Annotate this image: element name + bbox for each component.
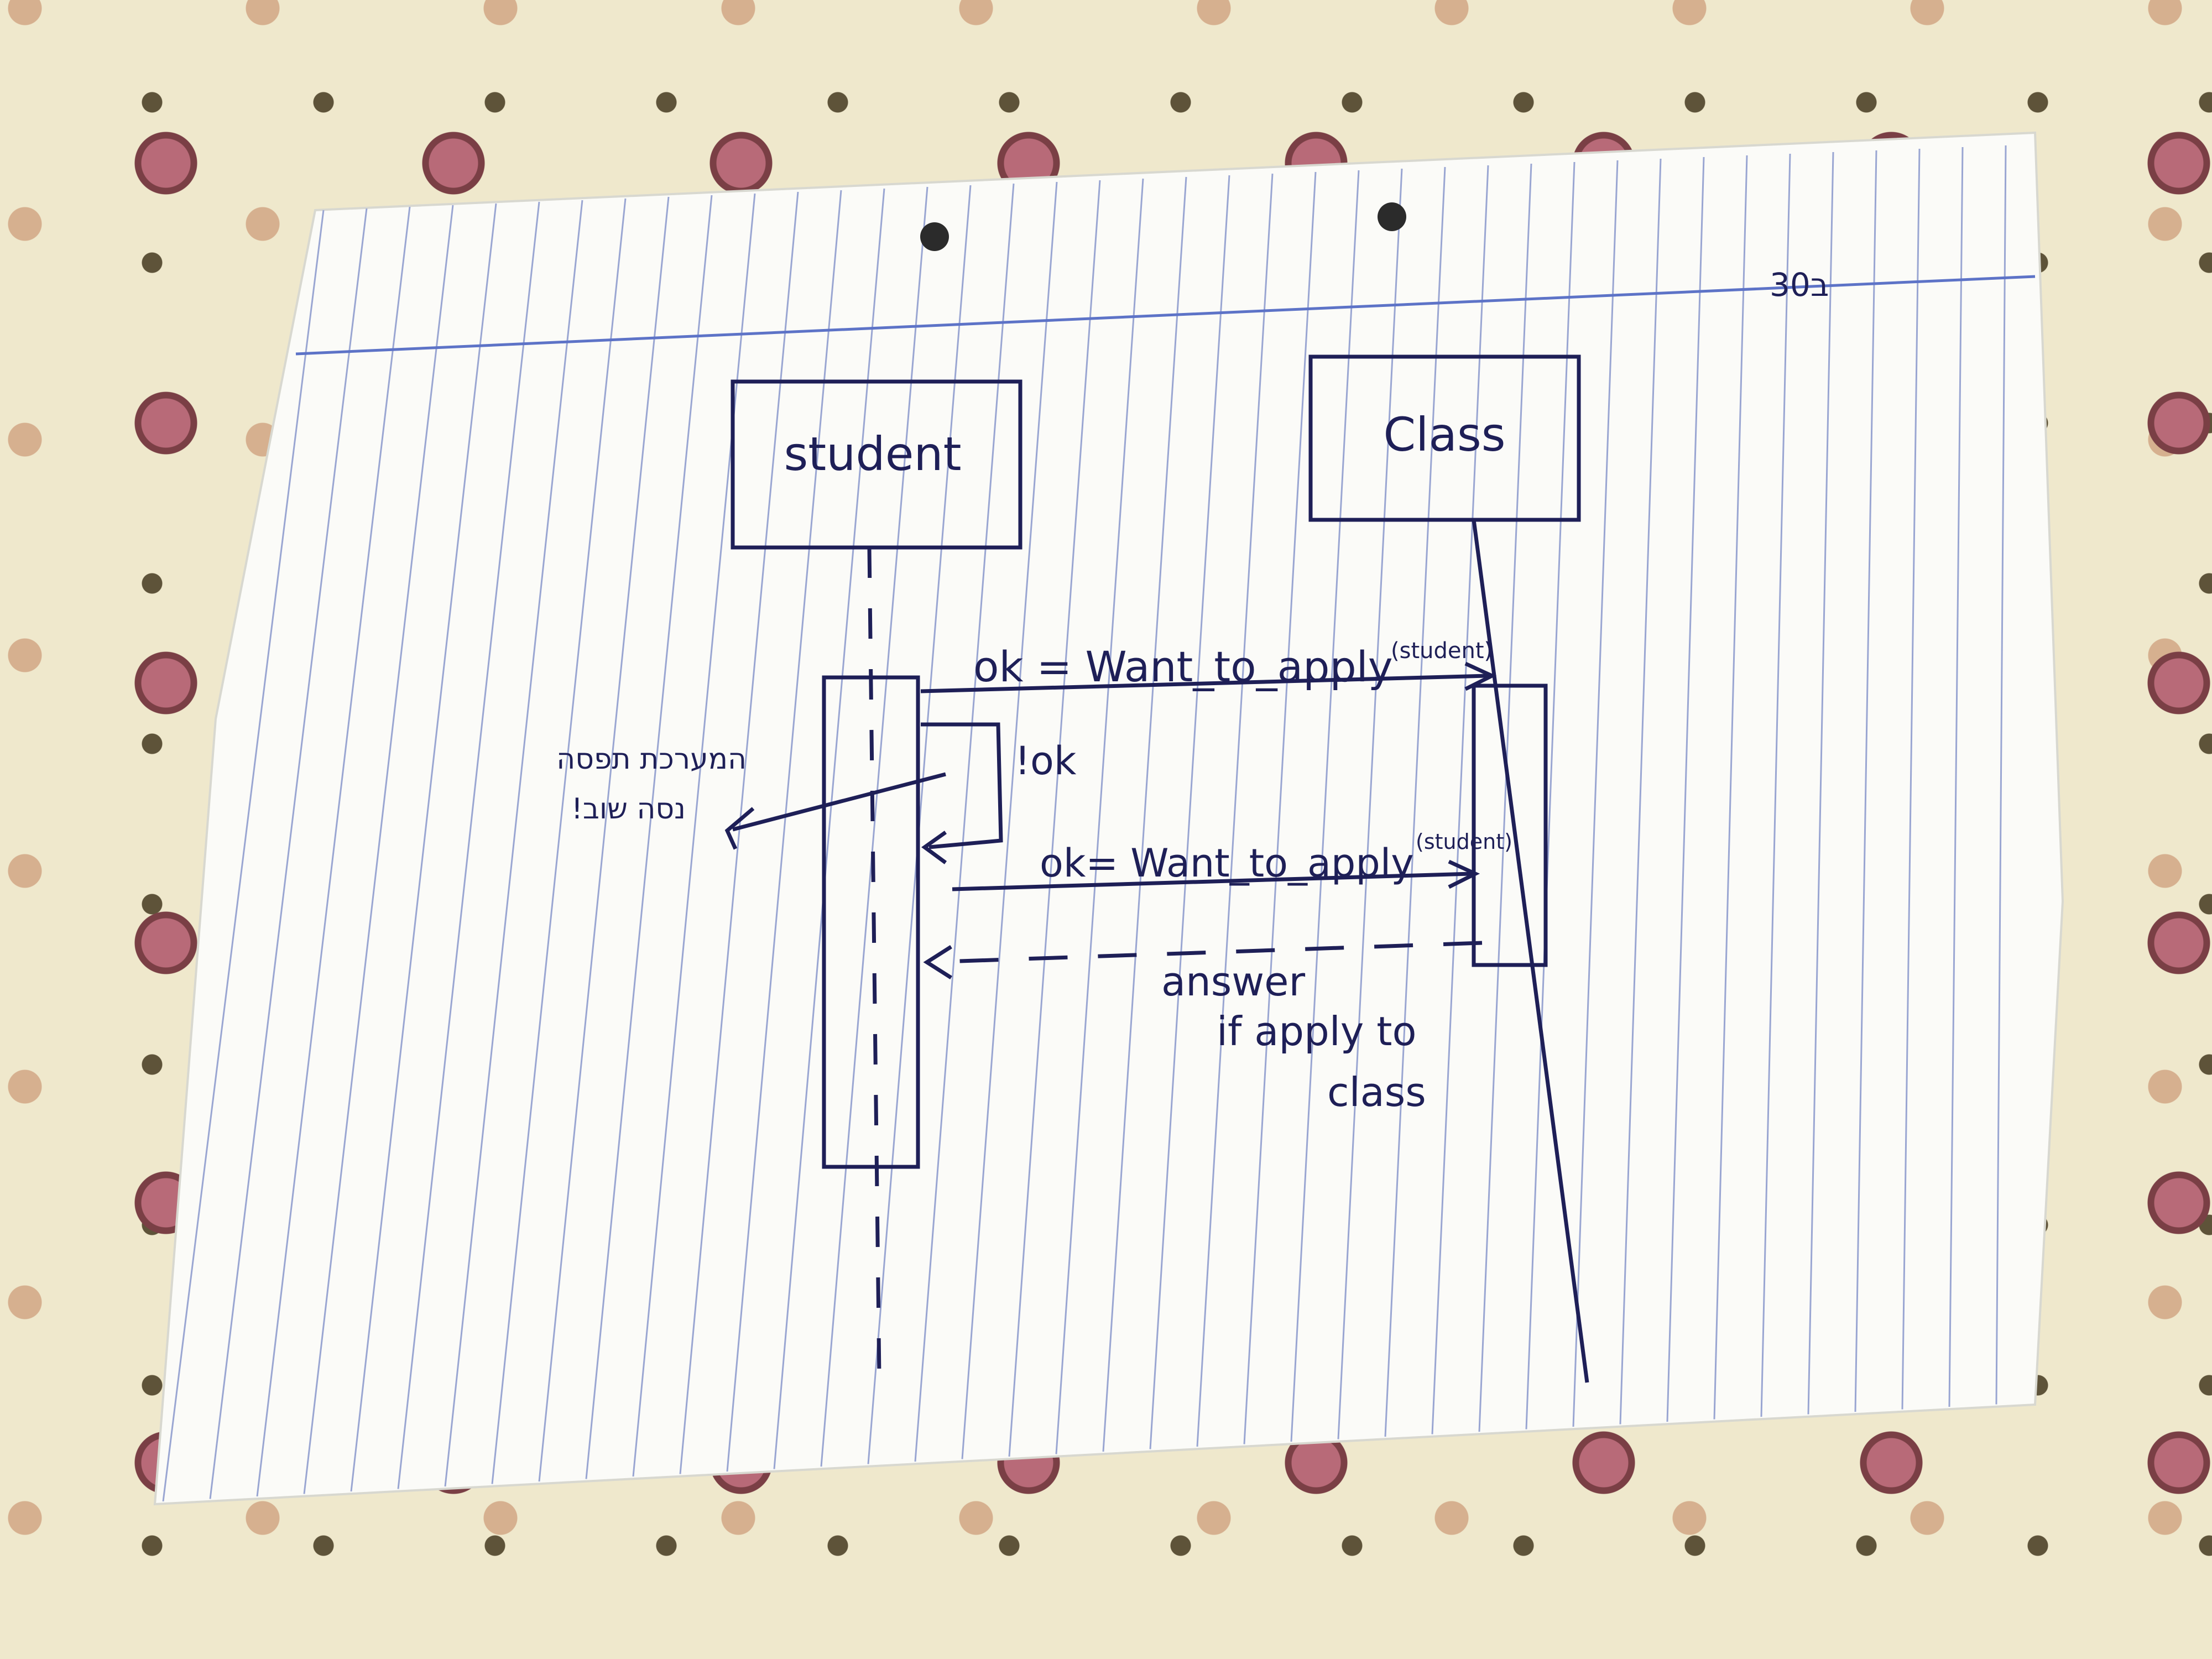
- ruled-line: [1854, 150, 1877, 1412]
- ruled-line: [162, 210, 325, 1502]
- reply-note-line-2: if apply to: [1217, 1008, 1417, 1055]
- message-arg-1: (student): [1391, 638, 1493, 664]
- ruled-line: [444, 200, 583, 1487]
- ruled-line: [1760, 153, 1791, 1417]
- message-arg-2: (student): [1416, 830, 1512, 854]
- ruled-line: [1384, 166, 1446, 1437]
- lifeline-student: [867, 547, 881, 1378]
- ruled-line: [1055, 178, 1144, 1454]
- error-note-line-2: !נסה שוב: [571, 792, 686, 826]
- activation-bar-student: [822, 675, 920, 1169]
- activation-bar-class: [1472, 684, 1548, 967]
- ruled-line: [726, 190, 842, 1472]
- ruled-lines: [162, 145, 2007, 1502]
- message-want-to-apply-1: ok = Want_to_apply (student): [920, 638, 1497, 693]
- ruled-line: [303, 205, 454, 1494]
- ruled-line: [773, 188, 885, 1469]
- binder-hole-left: [920, 222, 949, 251]
- error-note-pointer: [732, 772, 946, 832]
- ruled-line: [820, 186, 928, 1467]
- self-message-arrow: [921, 722, 1003, 849]
- ruled-line: [1478, 163, 1532, 1432]
- error-note-arrowhead: [724, 807, 755, 850]
- ruled-line: [1619, 158, 1662, 1425]
- ruled-line: [1572, 160, 1619, 1427]
- reply-arrowhead: [923, 945, 952, 979]
- participant-box-class: [1308, 354, 1581, 522]
- reply-answer: answer if apply to class: [923, 941, 1483, 1115]
- ruled-line: [1243, 171, 1317, 1444]
- participant-label-student: student: [784, 427, 961, 481]
- participant-box-student: [731, 379, 1022, 550]
- notebook-paper: [153, 131, 2064, 1506]
- reply-note-line-1: answer: [1161, 958, 1305, 1005]
- message-arrowhead-2: [1448, 859, 1480, 889]
- message-arrowhead-1: [1464, 661, 1497, 691]
- ruled-line: [397, 201, 540, 1489]
- ruled-line: [961, 181, 1058, 1459]
- self-message-not-ok: !ok: [921, 722, 1077, 864]
- message-label-1: ok = Want_to_apply: [973, 642, 1393, 691]
- ruled-line: [1196, 173, 1274, 1447]
- ruled-line: [679, 191, 799, 1474]
- lifeline-class: [1472, 519, 1589, 1383]
- ruled-line: [1713, 155, 1748, 1420]
- ruled-line: [1901, 148, 1921, 1410]
- ruled-line: [585, 195, 713, 1479]
- self-message-arrowhead: [921, 831, 947, 864]
- ruled-line: [1995, 145, 2007, 1405]
- participant-label-class: Class: [1384, 408, 1506, 462]
- ruled-line: [256, 206, 411, 1497]
- ruled-line: [1948, 147, 1964, 1407]
- ruled-line: [1008, 180, 1101, 1457]
- error-note: המערכת תפסה !נסה שוב: [556, 743, 946, 850]
- page-mark: 30ב: [1770, 266, 1829, 304]
- ruled-line: [538, 196, 670, 1482]
- ruled-line: [1290, 170, 1360, 1442]
- binder-hole-right: [1378, 202, 1406, 231]
- ruled-line: [1102, 176, 1187, 1452]
- ruled-line: [1431, 165, 1489, 1434]
- header-margin-line: [295, 275, 2036, 356]
- ruled-line: [1337, 168, 1403, 1439]
- ruled-line: [1807, 152, 1834, 1415]
- ruled-line: [350, 203, 497, 1492]
- self-message-label: !ok: [1015, 738, 1077, 784]
- message-arrow-1: [920, 674, 1488, 693]
- error-note-line-1: המערכת תפסה: [556, 743, 747, 776]
- participant-class: Class: [1308, 354, 1581, 522]
- ruled-line: [1525, 161, 1575, 1430]
- message-want-to-apply-2: ok= Want_to_apply (student): [952, 830, 1512, 891]
- ruled-line: [914, 183, 1015, 1462]
- ruled-line: [209, 208, 368, 1499]
- message-label-2: ok= Want_to_apply: [1040, 841, 1414, 886]
- ruled-line: [1666, 156, 1705, 1422]
- ruled-line: [1149, 175, 1230, 1449]
- participant-student: student: [731, 379, 1022, 550]
- ruled-line: [491, 198, 627, 1484]
- reply-note-line-3: class: [1327, 1069, 1426, 1115]
- reply-arrow: [928, 941, 1483, 964]
- message-arrow-2: [952, 872, 1472, 891]
